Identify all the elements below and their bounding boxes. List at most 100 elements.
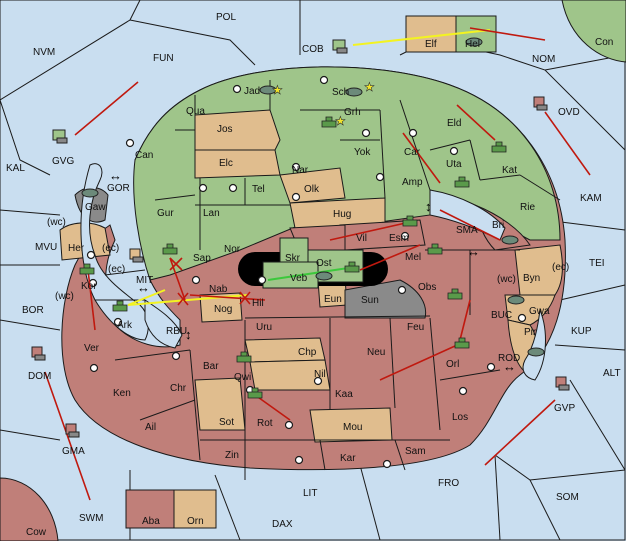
fleet-icon[interactable] [81,188,99,198]
land-label: Hil [252,298,264,309]
army-icon[interactable] [344,261,360,273]
fleet-icon[interactable] [259,85,277,95]
fleet-icon[interactable] [533,96,548,111]
land-label: Ail [145,422,156,433]
fleet-icon[interactable] [345,87,363,97]
land-label: Orl [446,359,459,370]
land-label: Skr [285,253,301,264]
support-lines [127,29,491,306]
land-label: Cow [26,527,47,538]
sea-label: RBU [166,326,187,337]
land-label: Tel [252,184,265,195]
sea-label: GMA [62,446,85,457]
territory-Elc[interactable] [194,149,281,179]
territory-Jos[interactable] [194,109,281,151]
land-label: Nar [292,165,309,176]
land-label: Ost [316,258,332,269]
supply-centers [86,75,527,469]
land-label: Qua [186,106,205,117]
army-icon[interactable] [162,243,178,255]
double-arrow-icon: ↔ [467,244,480,259]
fleet-icon[interactable] [501,235,519,245]
land-label: Olk [304,184,320,195]
army-icon[interactable] [447,288,463,300]
sea-label: ALT [603,368,621,379]
coast-tag: (ec) [108,264,125,275]
fleet-icon[interactable] [52,129,68,144]
sea-label: NVM [33,47,55,58]
sea-label: TEI [589,258,605,269]
territory-Orn[interactable] [173,489,217,529]
land-label: Rie [520,202,535,213]
sea-label: POL [216,12,236,23]
sea-label: KAM [580,193,602,204]
fleet-icon[interactable] [332,39,348,54]
land-label: Elc [219,158,233,169]
fleet-icon[interactable] [129,248,144,263]
fleet-icon[interactable] [31,346,46,361]
army-icon[interactable] [112,300,128,312]
land-label: Vil [356,233,367,244]
sea-label: GOR [107,183,130,194]
coast-tag: (wc) [497,274,516,285]
land-label: Grh [344,107,361,118]
land-label: Qwi [234,372,251,383]
sea-label: KUP [571,326,592,337]
land-label: Bar [203,361,219,372]
army-icon[interactable] [247,387,263,399]
land-label: Obs [418,282,436,293]
army-icon[interactable] [491,141,507,153]
land-label: Hug [333,209,351,220]
land-label: Nil [314,369,326,380]
land-label: Kat [502,165,517,176]
fleet-icon[interactable] [507,295,525,305]
coast-tag: (wc) [47,217,66,228]
land-label: Gur [157,208,174,219]
sea-label: DAX [272,519,293,530]
sea-label: MIT [136,275,153,286]
land-label: Eld [447,118,461,129]
territory-Nog[interactable] [199,292,243,323]
land-label: Sch [332,87,349,98]
land-label: Mel [405,252,421,263]
sea-label: FRO [438,478,459,489]
sea-label: BUC [491,310,512,321]
land-label: Ark [117,320,133,331]
fleet-icon[interactable] [527,347,545,357]
army-icon[interactable] [402,215,418,227]
land-label: Lan [203,208,220,219]
land-label: Pir [524,327,537,338]
land-label: Zin [225,450,239,461]
land-label: Gaw [85,202,106,213]
fleet-icon[interactable] [465,37,483,47]
territory-Aba[interactable] [125,489,175,529]
land-label: Can [135,150,153,161]
land-label: Sam [405,446,426,457]
land-label: Car [404,147,421,158]
units: ★ ★ ★ [31,37,570,438]
land-label: Byn [523,273,540,284]
fleet-icon[interactable] [315,271,333,281]
army-icon[interactable] [321,116,337,128]
cancel-marks [169,257,251,306]
fleet-icon[interactable] [65,423,80,438]
land-label: Ken [113,388,131,399]
land-label: Hel [465,39,480,50]
sea-label: SMA [456,225,478,236]
land-label: Uru [256,322,272,333]
land-label: Kaa [335,389,353,400]
army-icon[interactable] [427,243,443,255]
land-label: Nor [224,244,241,255]
army-icon[interactable] [454,337,470,349]
army-icon[interactable] [79,263,95,275]
army-icon[interactable] [236,351,252,363]
sea-label: SOM [556,492,579,503]
land-label: Her [68,243,85,254]
land-label: Bri [492,220,504,231]
fleet-icon[interactable] [555,376,570,391]
land-label: Sun [361,295,379,306]
army-icon[interactable] [454,176,470,188]
land-label: Chr [170,383,187,394]
land-label: Yok [354,147,371,158]
coast-tag: (ec) [552,262,569,273]
